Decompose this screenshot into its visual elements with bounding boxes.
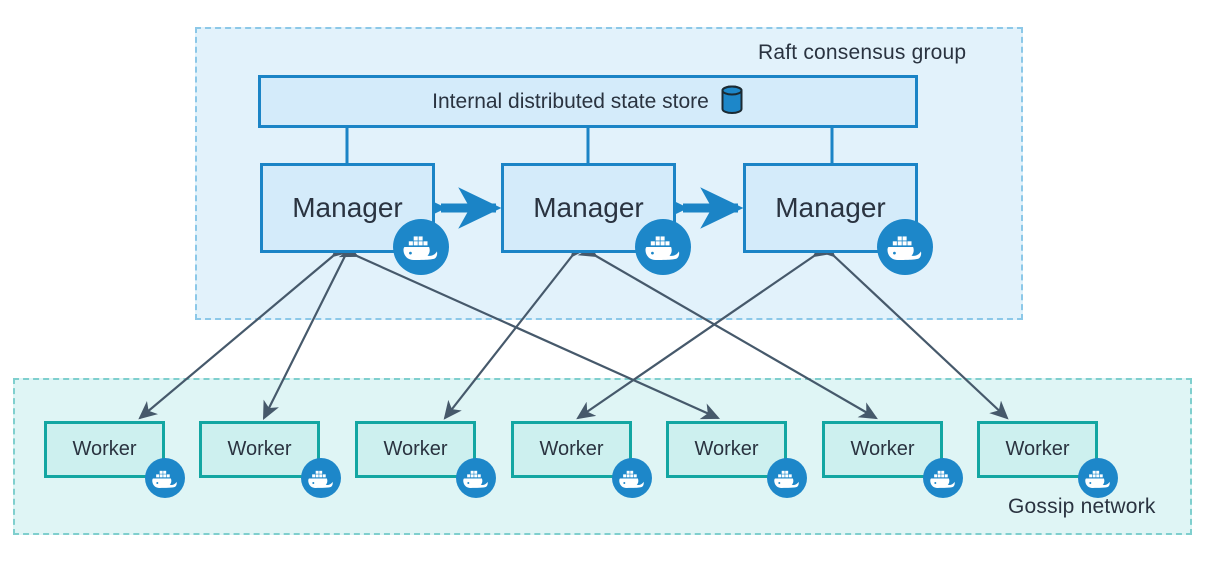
docker-whale-icon (612, 458, 652, 498)
worker-node-6-label: Worker (1005, 438, 1070, 460)
gossip-network-label: Gossip network (1008, 495, 1156, 518)
store-to-manager-connectors (345, 128, 834, 163)
docker-whale-icon (456, 458, 496, 498)
state-store-label: Internal distributed state store (432, 89, 709, 113)
worker-node-5[interactable]: Worker (822, 421, 943, 478)
docker-whale-icon (877, 219, 933, 275)
docker-whale-icon (393, 219, 449, 275)
worker-node-0-label: Worker (72, 438, 137, 460)
worker-node-0[interactable]: Worker (44, 421, 165, 478)
manager-node-1[interactable]: Manager (501, 163, 676, 253)
docker-whale-icon (301, 458, 341, 498)
worker-node-6[interactable]: Worker (977, 421, 1098, 478)
manager-node-0[interactable]: Manager (260, 163, 435, 253)
worker-node-4[interactable]: Worker (666, 421, 787, 478)
link-manager-0-worker-4 (338, 241, 721, 420)
manager-node-0-label: Manager (292, 192, 403, 223)
manager-node-1-label: Manager (533, 192, 644, 223)
link-manager-1-worker-5 (577, 240, 878, 420)
worker-node-5-label: Worker (850, 438, 915, 460)
manager-node-2[interactable]: Manager (743, 163, 918, 253)
worker-node-3-label: Worker (539, 438, 604, 460)
docker-whale-icon (1078, 458, 1118, 498)
docker-whale-icon (923, 458, 963, 498)
link-manager-0-worker-1 (263, 237, 360, 420)
manager-worker-links (138, 237, 1009, 420)
link-manager-1-worker-2 (443, 237, 589, 420)
docker-whale-icon (635, 219, 691, 275)
database-cylinder-icon (720, 85, 744, 120)
worker-node-1[interactable]: Worker (199, 421, 320, 478)
manager-node-2-label: Manager (775, 192, 886, 223)
internal-state-store-box[interactable]: Internal distributed state store (258, 75, 918, 128)
worker-node-2[interactable]: Worker (355, 421, 476, 478)
raft-consensus-group-label: Raft consensus group (758, 41, 967, 64)
docker-whale-icon (145, 458, 185, 498)
worker-node-4-label: Worker (694, 438, 759, 460)
worker-node-1-label: Worker (227, 438, 292, 460)
docker-whale-icon (767, 458, 807, 498)
worker-node-2-label: Worker (383, 438, 448, 460)
worker-node-3[interactable]: Worker (511, 421, 632, 478)
link-manager-2-worker-6 (816, 238, 1009, 420)
link-manager-2-worker-3 (576, 239, 833, 420)
